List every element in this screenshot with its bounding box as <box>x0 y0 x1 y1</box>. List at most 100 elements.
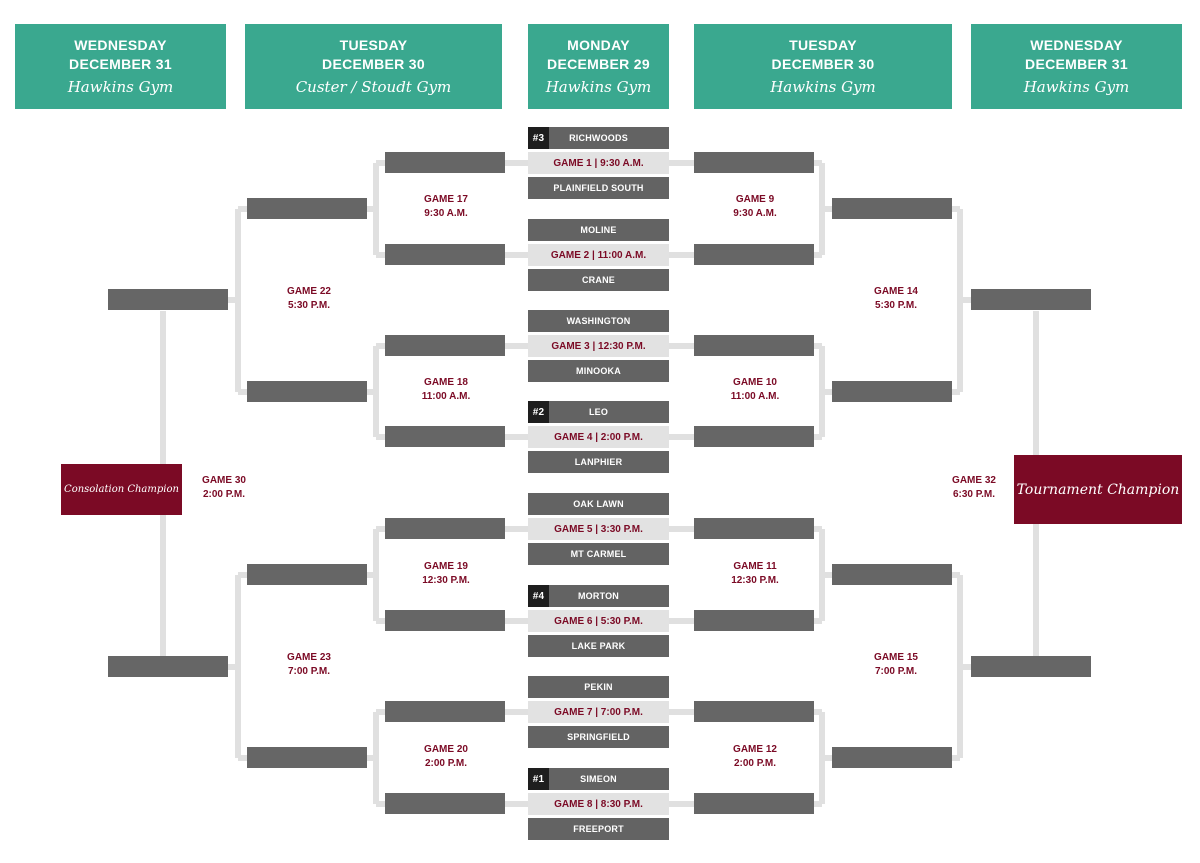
game-time: 7:00 P.M. <box>287 666 331 677</box>
team-name: MT CARMEL <box>570 549 627 559</box>
bracket-slot <box>385 518 505 539</box>
game-name: GAME 32 <box>952 475 996 486</box>
seed-badge: #3 <box>528 127 549 149</box>
team-slot: LANPHIER <box>528 451 669 473</box>
header-day: TUESDAY <box>339 36 408 53</box>
game-11-label: GAME 11 12:30 P.M. <box>690 560 820 588</box>
bracket-slot <box>832 747 952 768</box>
header-col-4: TUESDAY DECEMBER 30 Hawkins Gym <box>694 24 952 109</box>
bracket-slot <box>385 244 505 265</box>
team-name: PEKIN <box>584 682 613 692</box>
tournament-champion-box: Tournament Champion <box>1014 455 1182 524</box>
bracket-slot <box>694 152 814 173</box>
game-name: GAME 20 <box>424 744 468 755</box>
header-date: DECEMBER 29 <box>547 55 650 72</box>
bracket-slot <box>694 426 814 447</box>
game-23-label: GAME 23 7:00 P.M. <box>244 651 374 679</box>
bracket-slot <box>108 656 228 677</box>
game-label: GAME 2 | 11:00 A.M. <box>528 244 669 266</box>
game-time: 7:00 P.M. <box>874 666 918 677</box>
bracket-slot <box>694 701 814 722</box>
team-name: LAKE PARK <box>571 641 626 651</box>
bracket-slot <box>108 289 228 310</box>
bracket-slot <box>247 564 367 585</box>
team-name: WASHINGTON <box>566 316 631 326</box>
game-name: GAME 30 <box>202 475 246 486</box>
header-day: MONDAY <box>567 36 630 53</box>
tournament-champion-label: Tournament Champion <box>1016 481 1180 498</box>
team-slot: MT CARMEL <box>528 543 669 565</box>
header-venue: Custer / Stoudt Gym <box>295 77 452 96</box>
header-venue: Hawkins Gym <box>67 77 174 96</box>
game-name: GAME 10 <box>733 377 777 388</box>
game-time: 2:00 P.M. <box>202 489 246 500</box>
game-time: 9:30 A.M. <box>424 208 468 219</box>
game-label: GAME 4 | 2:00 P.M. <box>528 426 669 448</box>
game-12-label: GAME 12 2:00 P.M. <box>690 743 820 771</box>
game-label: GAME 1 | 9:30 A.M. <box>528 152 669 174</box>
game-name: GAME 14 <box>874 286 918 297</box>
game-time: 12:30 P.M. <box>731 575 779 586</box>
bracket-slot <box>694 518 814 539</box>
game-time: 2:00 P.M. <box>733 758 777 769</box>
game-time: 5:30 P.M. <box>287 300 331 311</box>
game-30-label: GAME 30 2:00 P.M. <box>159 474 289 502</box>
header-day: TUESDAY <box>789 36 857 53</box>
consolation-champion-label: Consolation Champion <box>64 484 179 495</box>
game-name: GAME 11 <box>733 561 777 572</box>
game-label: GAME 8 | 8:30 P.M. <box>528 793 669 815</box>
bracket-slot <box>385 793 505 814</box>
header-day: WEDNESDAY <box>1030 36 1123 53</box>
team-name: LANPHIER <box>574 457 623 467</box>
game-time: 5:30 P.M. <box>874 300 918 311</box>
bracket-slot <box>694 793 814 814</box>
header-col-3: MONDAY DECEMBER 29 Hawkins Gym <box>528 24 669 109</box>
header-venue: Hawkins Gym <box>545 77 652 96</box>
bracket-slot <box>832 381 952 402</box>
team-slot: WASHINGTON <box>528 310 669 332</box>
game-15-label: GAME 15 7:00 P.M. <box>831 651 961 679</box>
game-time: 2:00 P.M. <box>424 758 468 769</box>
team-name: FREEPORT <box>573 824 624 834</box>
header-venue: Hawkins Gym <box>770 77 876 96</box>
game-name: GAME 23 <box>287 652 331 663</box>
team-slot: PLAINFIELD SOUTH <box>528 177 669 199</box>
team-slot: PEKIN <box>528 676 669 698</box>
team-name: MORTON <box>577 591 620 601</box>
game-name: GAME 18 <box>424 377 468 388</box>
header-col-5: WEDNESDAY DECEMBER 31 Hawkins Gym <box>971 24 1182 109</box>
bracket-slot <box>385 152 505 173</box>
game-time: 12:30 P.M. <box>422 575 470 586</box>
team-slot: MOLINE <box>528 219 669 241</box>
game-name: GAME 15 <box>874 652 918 663</box>
bracket-slot <box>385 610 505 631</box>
header-venue: Hawkins Gym <box>1023 77 1130 96</box>
header-date: DECEMBER 30 <box>771 55 875 72</box>
team-name: SIMEON <box>580 774 617 784</box>
team-name: PLAINFIELD SOUTH <box>553 183 644 193</box>
team-name: OAK LAWN <box>573 499 624 509</box>
bracket-slot <box>832 564 952 585</box>
bracket-slot <box>832 198 952 219</box>
team-slot: FREEPORT <box>528 818 669 840</box>
game-name: GAME 12 <box>733 744 777 755</box>
game-label: GAME 6 | 5:30 P.M. <box>528 610 669 632</box>
game-label: GAME 3 | 12:30 P.M. <box>528 335 669 357</box>
game-time: 11:00 A.M. <box>421 391 471 402</box>
bracket-slot <box>385 426 505 447</box>
game-name: GAME 9 <box>735 194 775 205</box>
consolation-champion-box: Consolation Champion <box>61 464 182 515</box>
bracket-slot <box>385 701 505 722</box>
game-20-label: GAME 20 2:00 P.M. <box>381 743 511 771</box>
bracket-slot <box>694 335 814 356</box>
team-slot: OAK LAWN <box>528 493 669 515</box>
